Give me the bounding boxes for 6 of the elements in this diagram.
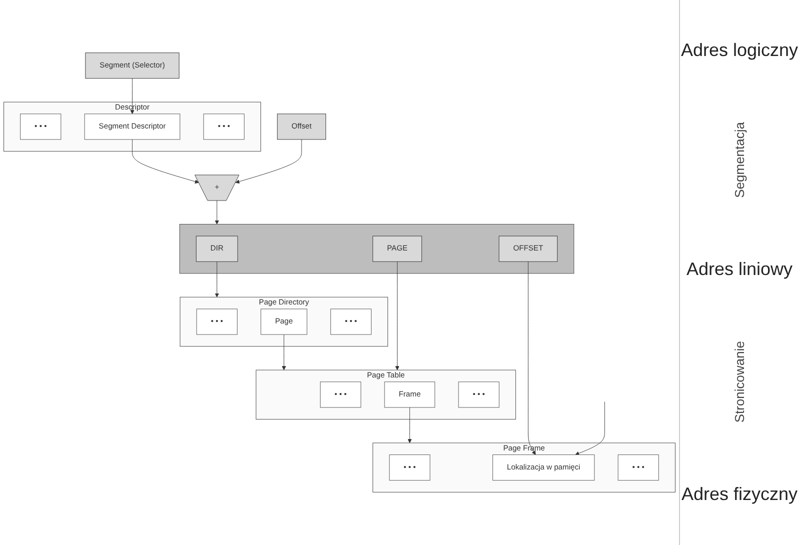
stage-label: Segmentacja [732, 122, 747, 198]
cluster [179, 224, 574, 274]
address-label: Adres liniowy [686, 259, 793, 280]
address-label: Adres fizyczny [681, 484, 798, 505]
address-label: Adres logiczny [680, 40, 798, 62]
stage-label: Stronicowanie [732, 341, 747, 423]
